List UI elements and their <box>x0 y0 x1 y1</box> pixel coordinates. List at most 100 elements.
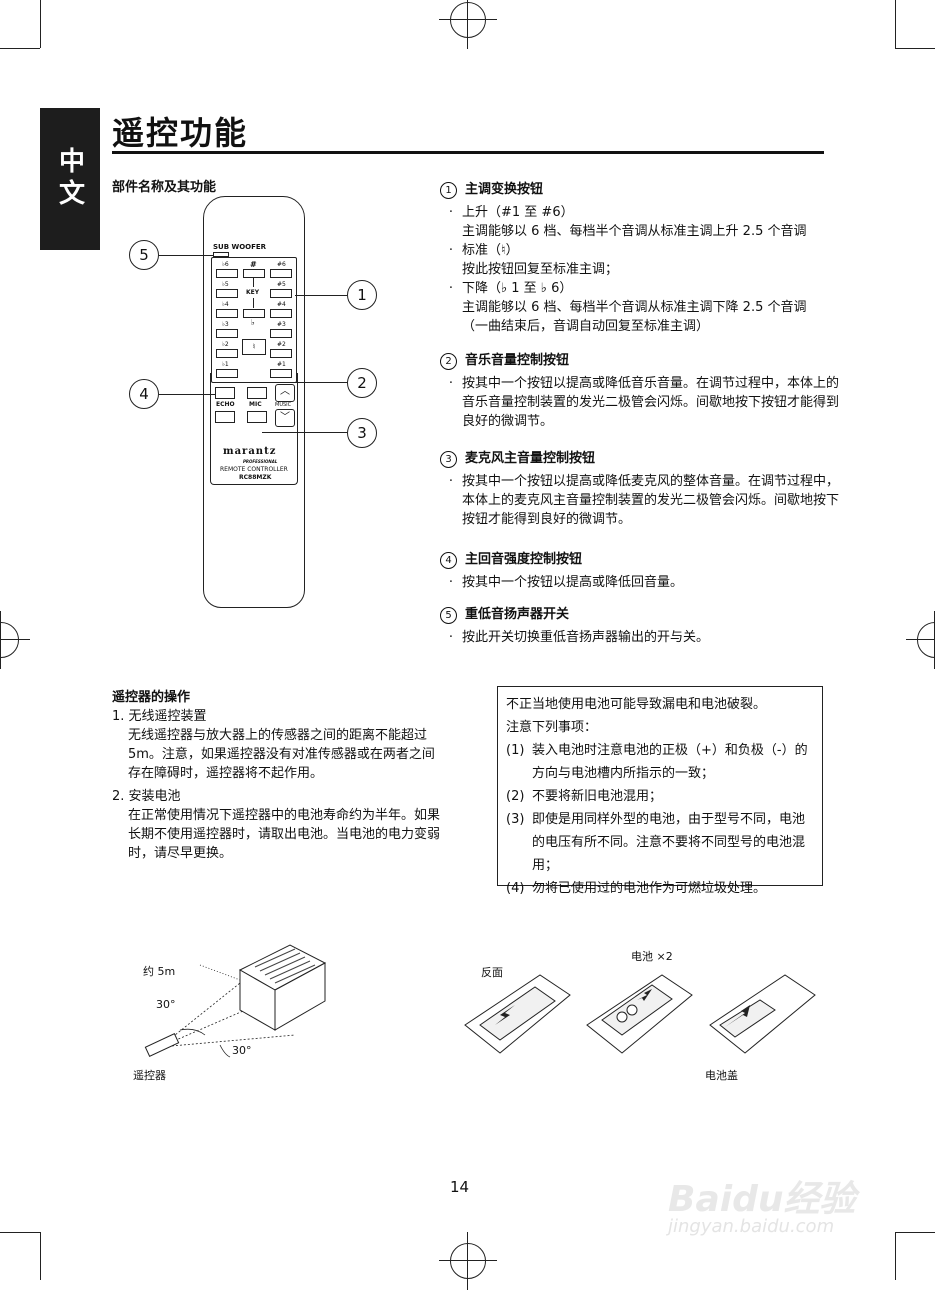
list-item: ·下降（♭ 1 至 ♭ 6）主调能够以 6 档、每档半个音调从标准主调下降 2.… <box>448 281 807 334</box>
crop-mark <box>40 0 41 48</box>
echo-up-button <box>215 387 235 399</box>
model-line2: RC88MZK <box>239 474 272 481</box>
remote-bottom-panel <box>210 373 298 485</box>
crop-mark <box>895 1232 896 1280</box>
key-divider <box>253 277 254 287</box>
crop-mark <box>0 48 40 49</box>
key-sharp-label: #2 <box>277 341 286 348</box>
sub-woofer-label: SUB WOOFER <box>213 243 267 251</box>
cover-caption: 电池盖 <box>705 1069 738 1082</box>
callout-line-1 <box>295 295 347 296</box>
battery-caption: 电池 ×2 <box>631 950 673 963</box>
section-number: 4 <box>440 552 457 569</box>
mic-up-button <box>247 387 267 399</box>
callout-line-2 <box>284 382 347 383</box>
key-sharp-label: #6 <box>277 261 286 268</box>
page-number: 14 <box>450 1178 470 1196</box>
key-panel <box>211 257 297 383</box>
section-number: 3 <box>440 451 457 468</box>
section-number: 5 <box>440 607 457 624</box>
operation-item-text: 在正常使用情况下遥控器中的电池寿命约为半年。如果长期不使用遥控器时，请取出电池。… <box>128 808 441 861</box>
key-flat-button <box>216 349 238 358</box>
operation-item-text: 无线遥控器与放大器上的传感器之间的距离不能超过 5m。注意，如果遥控器没有对准传… <box>128 728 435 781</box>
list-item: ·按其中一个按钮以提高或降低音乐音量。在调节过程中，本体上的音乐音量控制装置的发… <box>448 376 840 429</box>
key-label: KEY <box>246 289 260 296</box>
callout-2: 2 <box>347 368 377 398</box>
key-flat-label: ♭1 <box>222 361 229 368</box>
angle-label-2: 30° <box>232 1044 252 1057</box>
back-caption: 反面 <box>481 966 503 979</box>
key-flat-label: ♭3 <box>222 321 229 328</box>
caution-item: (1)装入电池时注意电池的正极（+）和负极（-）的方向与电池槽内所指示的一致； <box>506 743 808 781</box>
brand-sub: PROFESSIONAL <box>243 459 278 464</box>
music-label: MUSIC <box>275 402 292 408</box>
operation-section: 遥控器的操作 1. 无线遥控装置 无线遥控器与放大器上的传感器之间的距离不能超过… <box>112 686 447 863</box>
key-flat-button <box>216 309 238 318</box>
caution-item: (2)不要将新旧电池混用； <box>506 789 663 804</box>
registration-mark <box>439 0 497 49</box>
key-flat-label: ♭5 <box>222 281 229 288</box>
operation-item-title: 2. 安装电池 <box>112 789 181 804</box>
key-up-button <box>243 269 265 278</box>
crop-mark <box>0 1232 40 1233</box>
key-sharp-button <box>270 309 292 318</box>
caution-note: 注意下列事项： <box>506 720 598 735</box>
title-rule <box>112 151 824 154</box>
key-sharp-label: #5 <box>277 281 286 288</box>
music-up-button: ︿ <box>275 384 295 402</box>
key-sharp-button <box>270 349 292 358</box>
watermark-logo: Baidu经验 <box>668 1179 856 1220</box>
watermark-url: jingyan.baidu.com <box>668 1216 835 1237</box>
model-line1: REMOTE CONTROLLER <box>220 466 288 473</box>
music-down-button: ﹀ <box>275 409 295 427</box>
callout-line-4 <box>159 394 215 395</box>
list-item: ·标准（♮）按此按钮回复至标准主调； <box>448 243 619 277</box>
callout-5: 5 <box>129 240 159 270</box>
mic-down-button <box>247 411 267 423</box>
crop-mark <box>895 48 935 49</box>
key-flat-button <box>216 289 238 298</box>
parts-heading: 部件名称及其功能 <box>112 180 217 195</box>
list-item: ·按其中一个按钮以提高或降低回音量。 <box>448 575 684 590</box>
callout-4: 4 <box>129 379 159 409</box>
list-item: ·上升（#1 至 #6）主调能够以 6 档、每档半个音调从标准主调上升 2.5 … <box>448 205 807 239</box>
remote-illustration: SUB WOOFER ♭6 ♭5 ♭4 ♭3 ♭2 ♭1 #6 #5 #4 #3… <box>203 196 305 608</box>
key-sharp-button <box>270 329 292 338</box>
list-item: ·按其中一个按钮以提高或降低麦克风的整体音量。在调节过程中，本体上的麦克风主音量… <box>448 474 840 527</box>
key-sharp-button <box>270 369 292 378</box>
key-natural-button: ♮ <box>242 339 266 355</box>
key-sharp-label: #1 <box>277 361 286 368</box>
key-flat-label: ♭4 <box>222 301 229 308</box>
page-title: 遥控功能 <box>112 114 249 152</box>
range-diagram <box>144 944 327 1058</box>
key-flat-button <box>216 269 238 278</box>
key-flat-label: ♭2 <box>222 341 229 348</box>
caution-box: 不正当地使用电池可能导致漏电和电池破裂。 注意下列事项： (1)装入电池时注意电… <box>497 686 823 896</box>
section-number: 2 <box>440 353 457 370</box>
key-down-button <box>243 309 265 318</box>
key-flat-label: ♭6 <box>222 261 229 268</box>
caution-item: (4)勿将已使用过的电池作为可燃垃圾处理。 <box>506 881 767 896</box>
distance-label: 约 5m <box>143 965 176 978</box>
battery-step-back <box>464 974 571 1054</box>
list-item: ·按此开关切换重低音扬声器输出的开与关。 <box>448 630 710 645</box>
crop-mark <box>40 1232 41 1280</box>
caution-item: (3)即使是用同样外型的电池，由于型号不同，电池的电压有所不同。注意不要将不同型… <box>506 812 806 873</box>
registration-mark <box>0 611 30 669</box>
registration-mark <box>906 611 935 669</box>
key-sharp-symbol: # <box>250 260 257 269</box>
key-sharp-button <box>270 269 292 278</box>
sub-woofer-switch <box>213 252 229 257</box>
callout-3: 3 <box>347 418 377 448</box>
key-sharp-label: #3 <box>277 321 286 328</box>
key-sharp-button <box>270 289 292 298</box>
